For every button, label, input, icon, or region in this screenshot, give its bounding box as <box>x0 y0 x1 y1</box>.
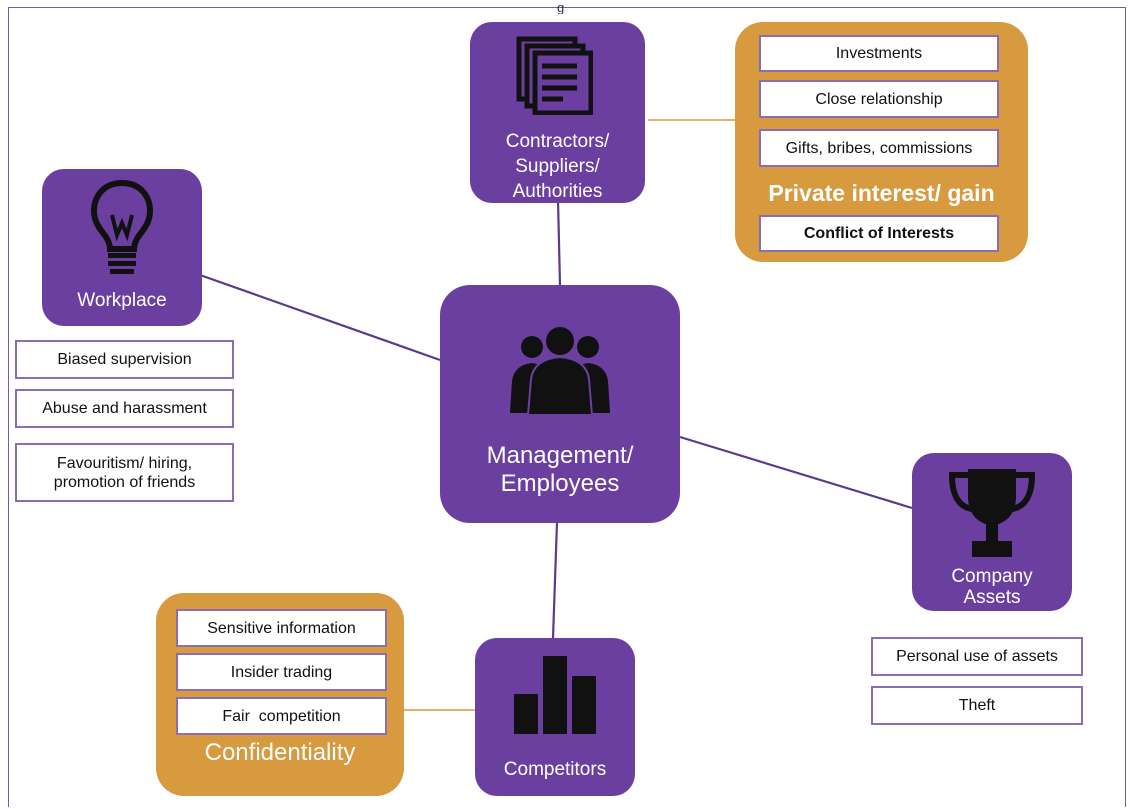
center-label-line2: Employees <box>500 470 620 497</box>
private-interest-panel: Investments Close relationship Gifts, br… <box>735 22 1028 262</box>
investments-box: Investments <box>759 35 999 72</box>
favouritism-line1: Favouritism/ hiring, <box>56 454 193 472</box>
top-caption-fragment: g <box>557 0 565 14</box>
biased-supervision-box: Biased supervision <box>15 340 234 379</box>
workplace-label: Workplace <box>77 290 167 311</box>
contractors-label-line1: Contractors/ <box>505 131 610 152</box>
workplace-node[interactable]: Workplace <box>42 169 202 326</box>
conflict-of-interests-box: Conflict of Interests <box>759 215 999 252</box>
contractors-label-line3: Authorities <box>512 181 603 202</box>
assets-label-line1: Company <box>951 566 1033 587</box>
private-interest-title: Private interest/ gain <box>768 180 995 206</box>
diagram-frame: g <box>8 0 1126 807</box>
competitors-label: Competitors <box>503 759 607 780</box>
assets-label-line2: Assets <box>963 587 1021 608</box>
contractors-label-line2: Suppliers/ <box>515 156 600 177</box>
management-employees-node[interactable]: Management/ Employees <box>440 285 680 523</box>
favouritism-line2: promotion of friends <box>53 473 196 491</box>
bar-chart-icon <box>514 656 596 734</box>
center-label-line1: Management/ <box>486 442 634 469</box>
gifts-bribes-box: Gifts, bribes, commissions <box>759 129 999 167</box>
favouritism-box: Favouritism/ hiring, promotion of friend… <box>15 443 234 502</box>
insider-trading-box: Insider trading <box>176 653 387 691</box>
confidentiality-title: Confidentiality <box>204 739 356 766</box>
confidentiality-panel: Sensitive information Insider trading Fa… <box>156 593 404 796</box>
sensitive-information-box: Sensitive information <box>176 609 387 647</box>
fair-competition-box: Fair competition <box>176 697 387 735</box>
close-relationship-box: Close relationship <box>759 80 999 118</box>
contractors-node[interactable]: Contractors/ Suppliers/ Authorities <box>470 22 645 203</box>
theft-box: Theft <box>871 686 1083 725</box>
lightbulb-icon <box>90 179 154 274</box>
personal-use-box: Personal use of assets <box>871 637 1083 676</box>
documents-icon <box>516 36 593 115</box>
company-assets-node[interactable]: Company Assets <box>912 453 1072 611</box>
trophy-icon <box>948 469 1036 557</box>
competitors-node[interactable]: Competitors <box>475 638 635 796</box>
abuse-harassment-box: Abuse and harassment <box>15 389 234 428</box>
people-group-icon <box>510 325 610 415</box>
